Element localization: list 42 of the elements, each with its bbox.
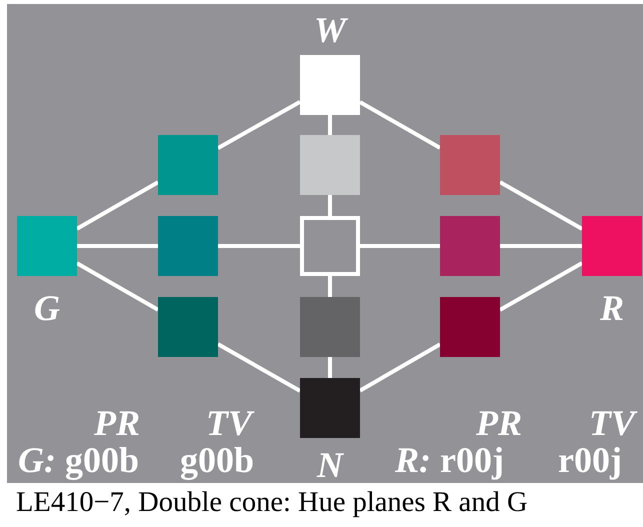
color-code: G: g00b — [18, 442, 140, 478]
connector-line — [499, 180, 583, 231]
color-sample-square — [158, 216, 218, 276]
caption: LE410−7, Double cone: Hue planes R and G — [16, 486, 528, 520]
column-heading: TV — [206, 405, 252, 441]
color-sample-square — [300, 216, 360, 276]
color-sample-square — [440, 297, 500, 357]
column-heading: TV — [588, 405, 635, 441]
axis-letter: N — [316, 447, 345, 483]
color-sample-square — [582, 216, 642, 276]
color-sample-square — [300, 297, 360, 357]
connector-line — [359, 100, 441, 150]
connector-line — [76, 180, 159, 230]
connector-line — [360, 244, 440, 248]
connector-line — [217, 342, 301, 393]
column-heading: PR — [94, 405, 140, 441]
axis-letter: R — [598, 290, 625, 326]
connector-line — [328, 357, 332, 378]
color-sample-square — [158, 135, 218, 195]
axis-letter: G — [33, 290, 61, 326]
color-code: R: r00j — [395, 442, 504, 478]
connector-line — [217, 100, 301, 150]
connector-line — [499, 261, 583, 312]
color-code: r00j — [558, 442, 622, 478]
color-sample-square — [300, 135, 360, 195]
connector-line — [328, 276, 332, 297]
connector-line — [77, 244, 158, 248]
color-sample-square — [300, 55, 360, 115]
axis-letter: W — [312, 12, 349, 48]
column-heading: PR — [476, 405, 522, 441]
color-sample-square — [158, 297, 218, 357]
color-sample-square — [17, 216, 77, 276]
color-sample-square — [440, 135, 500, 195]
connector-line — [76, 262, 159, 312]
connector-line — [359, 342, 441, 392]
connector-line — [328, 195, 332, 216]
connector-line — [218, 244, 300, 248]
color-code: g00b — [180, 442, 254, 478]
color-sample-square — [300, 378, 360, 438]
connector-line — [500, 244, 582, 248]
connector-line — [328, 115, 332, 135]
color-sample-square — [440, 216, 500, 276]
